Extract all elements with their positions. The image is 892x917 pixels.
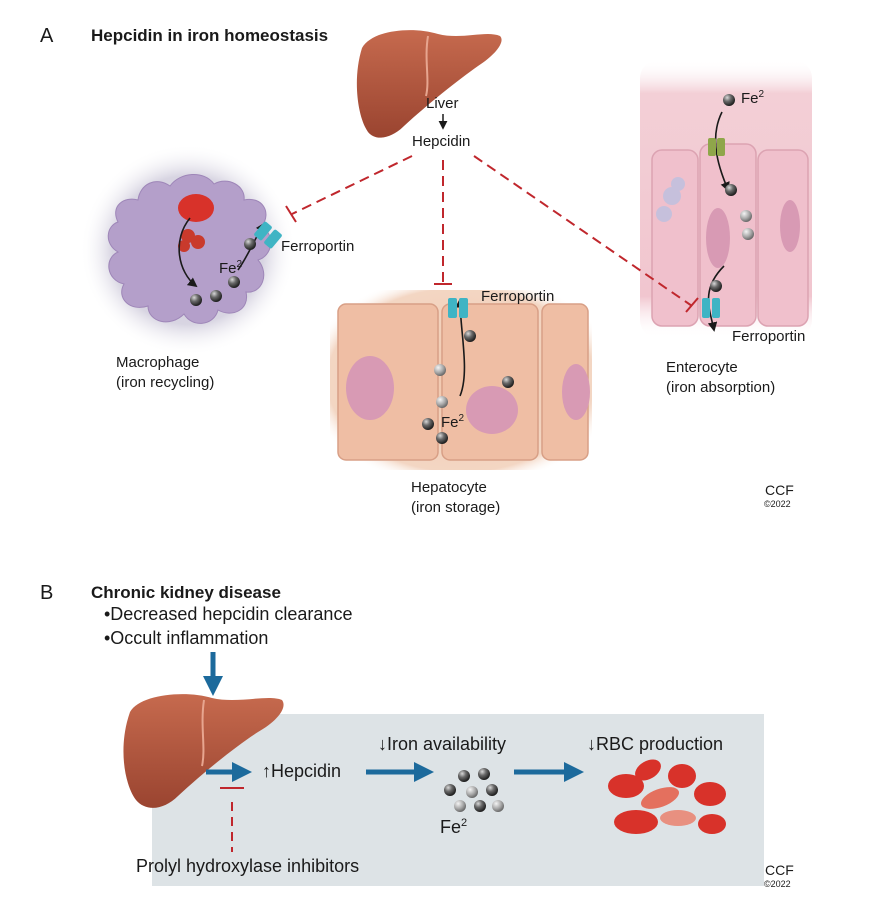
- panel-a-credit: CCF: [765, 482, 794, 498]
- hepcidin-inhibition-lines: [285, 155, 699, 313]
- up-arrow-icon: ↑: [262, 761, 271, 781]
- iron-availability-label: ↓Iron availability: [378, 734, 507, 754]
- hepatocyte-ferroportin-icon: [448, 298, 468, 318]
- hepatocyte-label: Hepatocyte (iron storage): [411, 479, 501, 516]
- rbc-production-label: ↓RBC production: [587, 734, 724, 754]
- panel-b-bullets: •Decreased hepcidin clearance •Occult in…: [104, 602, 352, 650]
- panel-b-copyright: ©2022: [764, 879, 791, 889]
- liver-top-icon: [356, 30, 502, 138]
- macrophage-cell: [80, 144, 296, 356]
- rbc-cluster: [608, 759, 726, 834]
- down-arrow-icon: ↓: [378, 734, 387, 754]
- panel-b-title: Chronic kidney disease: [91, 583, 281, 602]
- panel-a-letter: A: [40, 25, 54, 47]
- enterocyte-apical-transporter-icon: [708, 138, 725, 156]
- enterocyte-label: Enterocyte (iron absorption): [666, 359, 776, 396]
- macrophage-iron-label: Fe2: [219, 259, 243, 277]
- panel-b-iron-label: Fe2: [440, 817, 468, 837]
- liver-label: Liver: [426, 95, 459, 112]
- enterocyte-iron-label: Fe2: [741, 89, 765, 107]
- panel-b-credit: CCF: [765, 862, 794, 878]
- down-arrow-icon: ↓: [587, 734, 596, 754]
- bullet-item: •Decreased hepcidin clearance: [104, 604, 353, 624]
- phi-inhibition-line: [220, 787, 244, 852]
- panel-a-title: Hepcidin in iron homeostasis: [91, 26, 329, 45]
- panel-a-copyright: ©2022: [764, 499, 791, 509]
- bullet-item: •Occult inflammation: [104, 628, 269, 648]
- phi-label: Prolyl hydroxylase inhibitors: [136, 856, 360, 876]
- hepatocyte-ferroportin-label: Ferroportin: [481, 288, 555, 305]
- panel-b-letter: B: [40, 582, 54, 604]
- enterocyte-cell: [640, 60, 812, 338]
- liver-bottom-icon: [123, 694, 284, 808]
- macrophage-label: Macrophage (iron recycling): [116, 354, 215, 391]
- hepatocyte-cell: [330, 290, 592, 470]
- enterocyte-ferroportin-icon: [702, 298, 720, 318]
- macrophage-ferroportin-label: Ferroportin: [281, 238, 355, 255]
- enterocyte-ferroportin-label: Ferroportin: [732, 328, 806, 345]
- hepatocyte-iron-label: Fe2: [441, 413, 465, 431]
- macrophage-ferroportin-icon: [254, 221, 282, 249]
- iron-cluster: [444, 768, 504, 812]
- hepcidin-label: Hepcidin: [412, 133, 471, 150]
- panel-b-arrows: [203, 652, 584, 782]
- hepcidin-up-label: ↑Hepcidin: [262, 761, 342, 781]
